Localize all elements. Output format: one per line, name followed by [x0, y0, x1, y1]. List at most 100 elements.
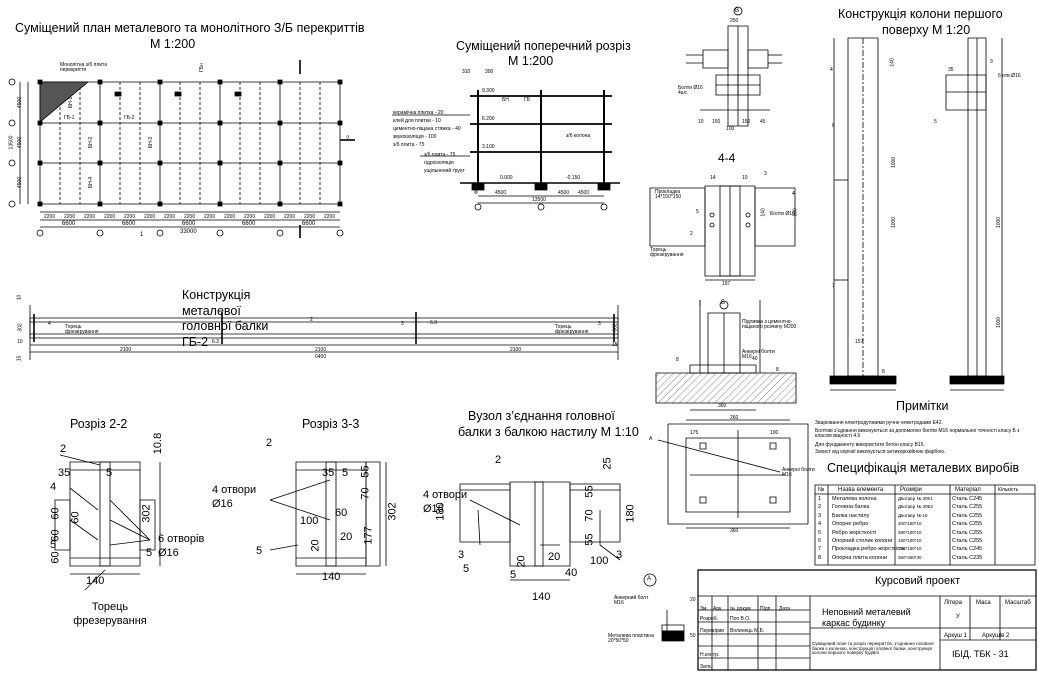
spec-cell: 300*160*10 [898, 521, 922, 527]
column-title: Конструкція колони першого [838, 7, 1003, 21]
cut33-dim: 60 [335, 507, 348, 519]
node-label: 4 отвори Ø16 [423, 489, 468, 516]
spec-cell: Сталь С255 [952, 529, 983, 536]
sec-label: ГБ [524, 97, 530, 103]
combined-plan [9, 60, 355, 238]
layer2: гідроізоляція [424, 160, 454, 166]
cut22-dim: 60 [49, 507, 62, 520]
mark-top: ГБн [198, 63, 205, 72]
cut22-mark: 5 [50, 539, 57, 551]
spec-cell: Сталь С245 [952, 496, 983, 502]
stamp-col: № докум. [730, 606, 752, 612]
level: 9.300 [482, 88, 495, 94]
cut33-dim: 20 [340, 531, 353, 543]
anchor-detail [644, 574, 684, 641]
spec-cell: Двотавр № 30К1 [898, 496, 933, 501]
spec-cell: Головна балка [832, 504, 870, 511]
base-plate-plan [658, 420, 808, 528]
plan-span: 6600 [62, 221, 76, 227]
plan-dim: 2200 [224, 214, 236, 220]
plan-span: 6600 [242, 221, 256, 227]
beam-label: Торець фрезерування [555, 324, 589, 335]
cut22-dim: 302 [140, 504, 153, 523]
plate-dim: 360 [730, 528, 739, 534]
stamp-sheets: Аркушів 2 [982, 633, 1010, 639]
sec-dim: 4500 [558, 190, 570, 196]
beam-mark: 2 [310, 317, 313, 323]
anchor-marker: А [647, 576, 652, 582]
sec-label: з/б колона [566, 133, 591, 139]
cut22-dim: 60 [49, 551, 62, 564]
spec-table-frame [815, 485, 1035, 565]
cut44-dim: 197 [722, 281, 731, 287]
beam-label: БН-1 [68, 96, 75, 109]
beam-mark: 4 [48, 321, 51, 327]
stamp-role: Перевірив [700, 628, 724, 634]
plan-total-left: 13500 [8, 135, 15, 150]
spec-cell: Прокладка ребро-жорсткість [832, 546, 906, 553]
cut22-mark: 4 [50, 481, 57, 493]
plan-dim: 2200 [244, 214, 256, 220]
sec-top-dim: 300 [485, 69, 494, 75]
beam-dim: 2100 [120, 347, 132, 353]
cut22-dim: 5 [146, 547, 153, 559]
spec-cell: Опорний столик колони [832, 538, 893, 544]
node-dim: 20 [548, 551, 561, 563]
sec-dim: 4500 [578, 190, 590, 196]
plan-total: 33000 [180, 229, 197, 235]
note-item: Зварювання електродуговими ручне електро… [815, 420, 943, 426]
cut33-dim: 302 [386, 502, 399, 521]
anchor-label: Анкерний болт М16 [614, 595, 649, 606]
cut44-dim: 10 [742, 175, 748, 181]
beam-side-dim: 302 [17, 323, 24, 332]
plate-marker: А [649, 436, 653, 442]
note-item: Захист від корозії виконується антикороз… [815, 449, 946, 455]
spec-cell: Сталь С255 [952, 521, 983, 528]
cut33-dim: 35 [322, 467, 335, 479]
plate-dim: 100 [770, 430, 779, 436]
sec-dim: 4500 [495, 190, 507, 196]
base-dim: 360 [718, 403, 727, 409]
layer: клей для плитки - 10 [393, 118, 441, 124]
layer2: з/б плита - 75 [424, 152, 456, 158]
cut22-dim: 60 [69, 511, 82, 524]
beam-side-dim: 15 [16, 355, 23, 362]
cut33-dim: 55 [359, 465, 372, 478]
node-b-dim: 100 [726, 126, 735, 132]
cut22-label: Торець фрезерування [73, 601, 147, 628]
stamp-person: Волинець М.Б. [730, 628, 765, 634]
plan-dim: 2200 [124, 214, 136, 220]
col-mark: 5 [934, 119, 937, 125]
node-b-dim: 250 [730, 18, 739, 24]
stamp-role: Н.контр. [700, 652, 720, 658]
node-b-dim: 10 [698, 119, 704, 125]
cut44-label: Болти Ø16 [770, 211, 795, 217]
beam-dim: 6400 [315, 354, 327, 360]
sec-total: 13500 [532, 197, 546, 203]
cut44-mark: 3 [764, 171, 767, 177]
cut22-dim: 10.8 [152, 432, 165, 455]
plan-dim: 2200 [284, 214, 296, 220]
plan-title: Суміщений план металевого та монолітного… [15, 21, 365, 35]
plan-dim: 2200 [324, 214, 336, 220]
layer: з/б плита - 75 [393, 142, 425, 148]
node-dim: 180 [624, 504, 637, 523]
cut-3-3-drawing [270, 462, 386, 574]
column-base-detail [656, 300, 796, 410]
sec-label: БН [502, 97, 509, 103]
cut44-label: Прокладка 14*150*150 [655, 189, 682, 200]
plan-dim: 2200 [164, 214, 176, 220]
spec-cell: 380*100*10 [898, 529, 922, 535]
plan-dim-left: 4500 [17, 136, 24, 149]
course-title: Курсовий проект [875, 575, 961, 587]
col-label: 35 [948, 67, 954, 73]
spec-cell: 5 [818, 529, 822, 536]
node-dim: 20 [515, 555, 528, 568]
cut44-mark: 5 [696, 209, 699, 215]
spec-cell: 2 [818, 504, 822, 511]
cut44-label: Торець фрезерування [650, 247, 684, 258]
project-name: Неповний металевий каркас будинку [822, 607, 911, 628]
beam-side-dim: 15 [612, 342, 618, 348]
